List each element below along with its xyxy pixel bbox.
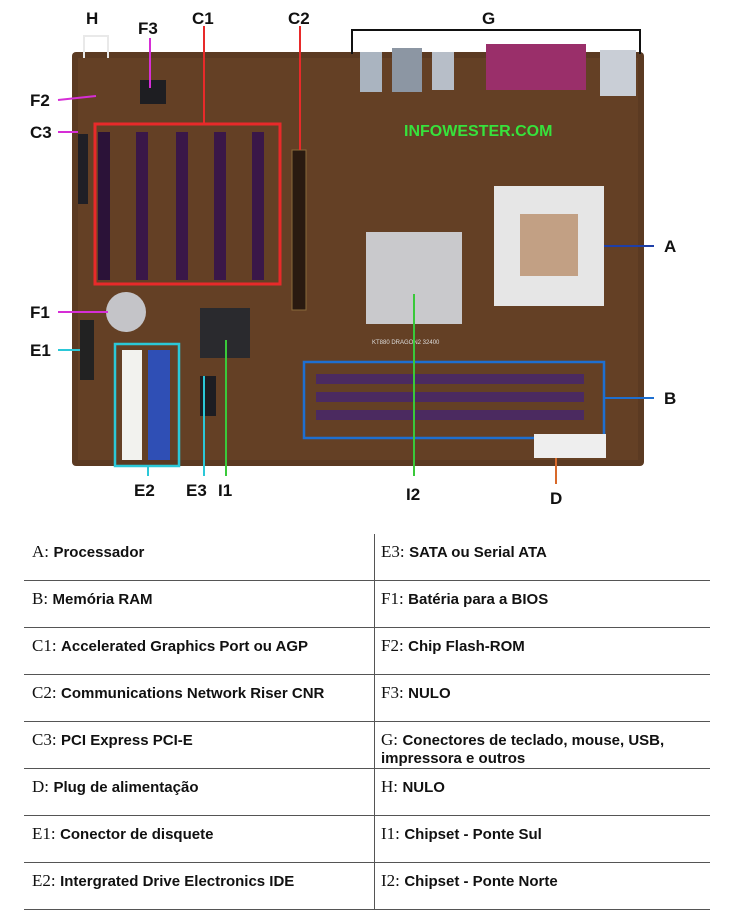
legend-code: E3: [381, 542, 405, 561]
legend-cell-left: E2: Intergrated Drive Electronics IDE [24, 862, 375, 910]
ram-slots [316, 374, 584, 420]
agp-slot [291, 149, 307, 311]
cpu-socket-center [520, 214, 578, 276]
legend-code: E2: [32, 871, 56, 890]
power-plug [534, 434, 606, 458]
legend-desc: PCI Express PCI-E [61, 732, 193, 749]
legend-code: C3: [32, 730, 57, 749]
ide-connector-1 [122, 350, 142, 460]
legend-code: G: [381, 730, 398, 749]
legend-desc: Plug de alimentação [53, 779, 199, 796]
silkscreen-text: KT880 DRAGON2 32400 [372, 340, 440, 346]
legend-desc: Accelerated Graphics Port ou AGP [61, 638, 309, 655]
legend-cell-left: C1: Accelerated Graphics Port ou AGP [24, 627, 375, 675]
legend-desc: Memória RAM [52, 591, 153, 608]
pci-slots [98, 132, 264, 280]
legend-desc: Chipset - Ponte Sul [404, 826, 542, 843]
legend-cell-right: H: NULO [374, 768, 710, 816]
c1-highlight-box [93, 122, 282, 286]
legend-desc: Conector de disquete [60, 826, 214, 843]
label-c3: C3 [30, 123, 52, 142]
sata-connectors [200, 376, 216, 416]
legend-desc: NULO [402, 779, 445, 796]
label-f3: F3 [138, 19, 158, 38]
label-e2: E2 [134, 481, 155, 500]
legend-code: B: [32, 589, 49, 608]
legend-desc: Intergrated Drive Electronics IDE [60, 873, 295, 890]
legend-row: D: Plug de alimentação H: NULO [24, 768, 710, 816]
label-b: B [664, 389, 676, 408]
label-a: A [664, 237, 676, 256]
label-h: H [86, 9, 98, 28]
legend-cell-left: B: Memória RAM [24, 580, 375, 628]
legend-desc: Chipset - Ponte Norte [404, 873, 558, 890]
legend-desc: Chip Flash-ROM [408, 638, 525, 655]
legend-desc: Conectores de teclado, mouse, USB, impre… [381, 732, 665, 767]
legend-code: F2: [381, 636, 404, 655]
label-g: G [482, 9, 495, 28]
legend-cell-right: F1: Batéria para a BIOS [374, 580, 710, 628]
callout-labels: H F3 C1 C2 G F2 C3 F1 E1 A B E2 E3 I1 I2… [30, 9, 676, 508]
legend-cell-right: F3: NULO [374, 674, 710, 722]
legend-row: C2: Communications Network Riser CNR F3:… [24, 674, 710, 722]
label-e3: E3 [186, 481, 207, 500]
legend-desc: NULO [408, 685, 451, 702]
g-bracket [351, 29, 641, 54]
watermark: INFOWESTER.COM [404, 123, 552, 140]
legend-code: I2: [381, 871, 400, 890]
legend-desc: Communications Network Riser CNR [61, 685, 325, 702]
legend-cell-right: F2: Chip Flash-ROM [374, 627, 710, 675]
bios-chip [140, 80, 166, 104]
legend-cell-right: I1: Chipset - Ponte Sul [374, 815, 710, 863]
label-f2: F2 [30, 91, 50, 110]
legend-desc: SATA ou Serial ATA [409, 544, 547, 561]
label-c1: C1 [192, 9, 214, 28]
legend-row: B: Memória RAM F1: Batéria para a BIOS [24, 580, 710, 628]
label-c2: C2 [288, 9, 310, 28]
legend-cell-left: D: Plug de alimentação [24, 768, 375, 816]
legend-table: A: Processador E3: SATA ou Serial ATA B:… [24, 534, 710, 910]
legend-code: F3: [381, 683, 404, 702]
label-i2: I2 [406, 485, 420, 504]
legend-cell-right: G: Conectores de teclado, mouse, USB, im… [374, 721, 710, 769]
h-bracket [83, 35, 109, 58]
legend-cell-left: C2: Communications Network Riser CNR [24, 674, 375, 722]
legend-cell-left: A: Processador [24, 534, 375, 581]
label-d: D [550, 489, 562, 508]
legend-row: E1: Conector de disquete I1: Chipset - P… [24, 815, 710, 863]
legend-code: C1: [32, 636, 57, 655]
legend-cell-left: C3: PCI Express PCI-E [24, 721, 375, 769]
label-f1: F1 [30, 303, 50, 322]
pci-express-slot [78, 134, 88, 204]
legend-row: A: Processador E3: SATA ou Serial ATA [24, 534, 710, 581]
ide-connector-2 [148, 350, 170, 460]
legend-cell-left: E1: Conector de disquete [24, 815, 375, 863]
legend-code: H: [381, 777, 398, 796]
legend-cell-right: E3: SATA ou Serial ATA [374, 534, 710, 581]
legend-desc: Processador [53, 544, 145, 561]
legend-row: C1: Accelerated Graphics Port ou AGP F2:… [24, 627, 710, 675]
legend-row: C3: PCI Express PCI-E G: Conectores de t… [24, 721, 710, 769]
legend-code: D: [32, 777, 49, 796]
f2-line [57, 95, 97, 101]
b-highlight-box [302, 360, 606, 440]
label-e1: E1 [30, 341, 51, 360]
rear-io-ports [360, 44, 636, 96]
label-i1: I1 [218, 481, 232, 500]
legend-desc: Batéria para a BIOS [408, 591, 549, 608]
legend-code: I1: [381, 824, 400, 843]
legend-cell-right: I2: Chipset - Ponte Norte [374, 862, 710, 910]
legend-row: E2: Intergrated Drive Electronics IDE I2… [24, 862, 710, 910]
legend-code: E1: [32, 824, 56, 843]
legend-code: C2: [32, 683, 57, 702]
legend-code: F1: [381, 589, 404, 608]
legend-code: A: [32, 542, 49, 561]
leader-lines [57, 26, 654, 484]
motherboard-diagram: INFOWESTER.COM KT880 DRAGON2 32400 H F3 … [30, 9, 676, 508]
bios-battery [106, 292, 146, 332]
floppy-connector [80, 320, 94, 380]
